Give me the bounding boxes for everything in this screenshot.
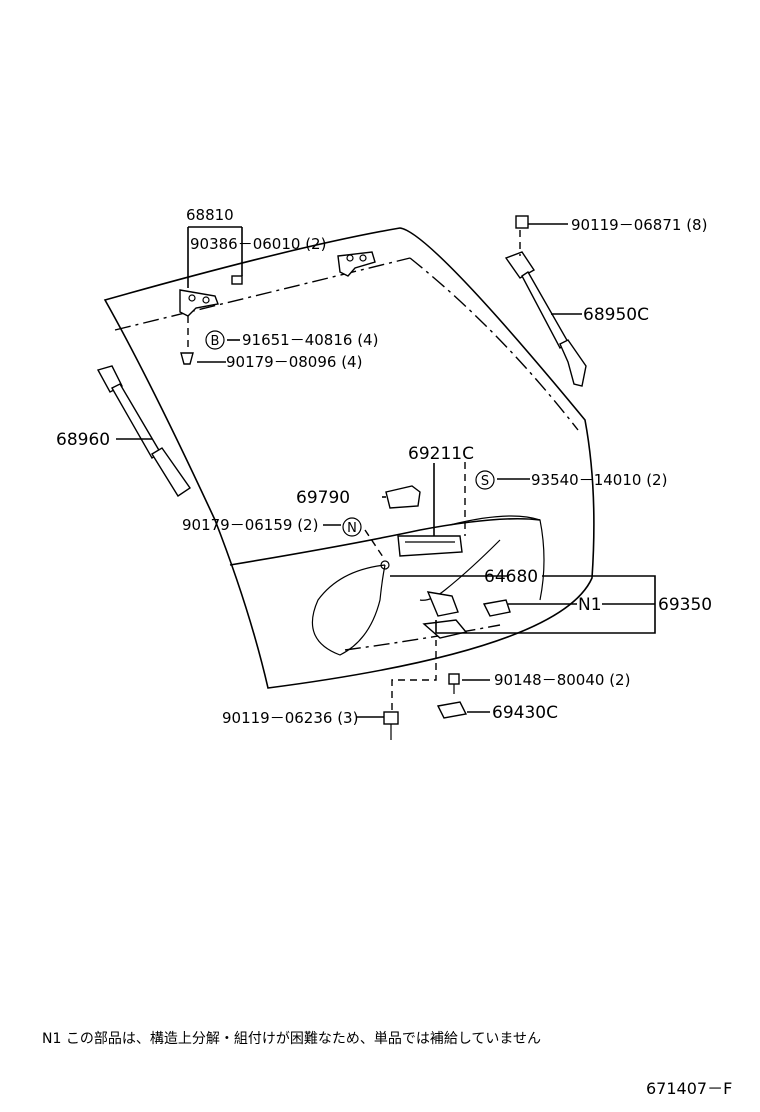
- label-69430c: 69430C: [492, 703, 558, 723]
- label-90119-06871: 90119－06871 (8): [571, 216, 707, 234]
- lock-assembly: [422, 591, 511, 639]
- label-68810: 68810: [186, 206, 234, 224]
- figure-number: 671407－F: [646, 1079, 733, 1098]
- marker-n: N: [342, 517, 362, 537]
- svg-text:N: N: [347, 521, 357, 536]
- gas-stay-right: [504, 215, 587, 387]
- hinge-right: [337, 251, 376, 277]
- gas-stay-left: [96, 365, 191, 497]
- marker-s: S: [475, 470, 495, 490]
- leader-lines: [116, 223, 656, 718]
- label-64680: 64680: [484, 567, 538, 587]
- nut-hinge: [180, 352, 194, 365]
- label-91651-40816: 91651－40816 (4): [242, 331, 378, 349]
- cable: [311, 539, 501, 656]
- label-69350: 69350: [658, 595, 712, 615]
- bolt-hinge: [231, 275, 243, 285]
- label-90179-08096: 90179－08096 (4): [226, 353, 362, 371]
- footnote: N1 この部品は、構造上分解・組付けが困難なため、単品では補給していません: [42, 1031, 541, 1047]
- label-68960: 68960: [56, 430, 110, 450]
- label-90119-06236: 90119－06236 (3): [222, 709, 358, 727]
- striker-69430c: [436, 701, 468, 719]
- garnish-handle: [397, 535, 463, 557]
- marker-b: B: [205, 330, 225, 350]
- svg-text:B: B: [211, 334, 220, 349]
- screw-90148: [448, 673, 460, 694]
- opener-part: [385, 485, 421, 509]
- label-69211c: 69211C: [408, 444, 474, 464]
- label-90386-06010: 90386－06010 (2): [190, 235, 326, 253]
- label-n1: N1: [578, 595, 602, 615]
- hinge-left: [179, 289, 219, 317]
- back-door-outline: [103, 227, 595, 689]
- label-93540-14010: 93540－14010 (2): [531, 471, 667, 489]
- label-69790: 69790: [296, 488, 350, 508]
- label-90148-80040: 90148－80040 (2): [494, 671, 630, 689]
- svg-text:S: S: [481, 474, 489, 489]
- label-68950c: 68950C: [583, 305, 649, 325]
- bolt-90119-lower: [383, 711, 399, 740]
- label-90179-06159: 90179－06159 (2): [182, 516, 318, 534]
